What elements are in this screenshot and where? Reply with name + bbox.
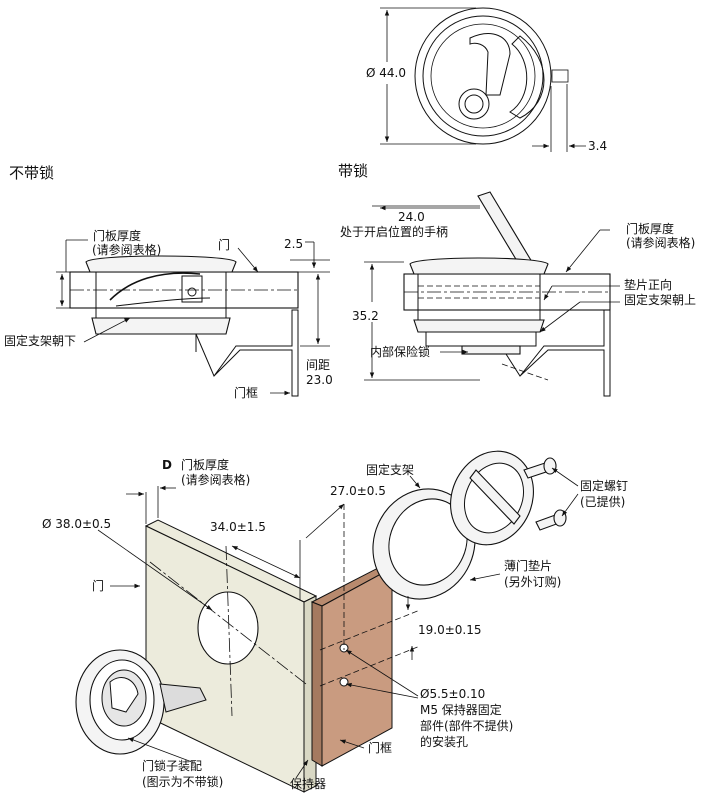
without-bracket-down-label: 固定支架朝下 — [4, 333, 76, 348]
mounting-screws — [523, 457, 567, 531]
without-clearance-line1: 间距 — [306, 358, 330, 372]
exploded-spacing-19-label: 19.0±0.15 — [418, 623, 482, 637]
exploded-holes-line1: M5 保持器固定 — [420, 702, 502, 717]
exploded-holes-line2: 部件(部件不提供) — [420, 718, 513, 733]
with-depth-label: 35.2 — [352, 309, 379, 323]
exploded-bracket-label: 固定支架 — [366, 462, 414, 477]
top-diameter-label: Ø 44.0 — [366, 66, 406, 80]
without-lock-dimension-lines — [56, 239, 330, 396]
exploded-distance-27-label: 27.0±0.5 — [330, 484, 386, 498]
latch-subassembly — [75, 649, 207, 755]
section-with-lock: 带锁 — [338, 162, 696, 397]
without-clearance-line2: 23.0 — [306, 373, 333, 387]
section-without-lock: 不带锁 — [4, 164, 333, 400]
exploded-hole-dia-label: Ø5.5±0.10 — [420, 687, 485, 701]
top-view-latch-drawing — [414, 7, 569, 145]
exploded-dimension-lines — [97, 467, 579, 779]
without-lock-title: 不带锁 — [9, 164, 54, 182]
with-lock-dimension-lines — [364, 205, 620, 381]
exploded-thin-spacer-line2: (另外订购) — [504, 574, 561, 589]
without-dim-top-label: 2.5 — [284, 237, 303, 251]
exploded-panel-thickness-line1: 门板厚度 — [181, 457, 229, 472]
without-lock-drawing — [69, 255, 299, 397]
with-panel-thickness-line1: 门板厚度 — [626, 221, 674, 236]
exploded-frame-label: 门框 — [368, 740, 392, 755]
with-internal-lock-label: 内部保险锁 — [370, 344, 430, 359]
exploded-panel-thickness-line2: (请参阅表格) — [181, 472, 250, 487]
exploded-retainer-label: 保持器 — [290, 776, 326, 791]
with-panel-thickness-line2: (请参阅表格) — [626, 235, 695, 250]
without-panel-thickness-line1: 门板厚度 — [93, 228, 141, 243]
with-bracket-up-label: 固定支架朝上 — [624, 292, 696, 307]
with-handle-dim-label: 24.0 — [398, 210, 425, 224]
mounting-bracket — [450, 450, 534, 546]
top-offset-label: 3.4 — [588, 139, 607, 153]
exploded-cutout-diameter-label: Ø 38.0±0.5 — [42, 517, 111, 531]
without-panel-thickness-line2: (请参阅表格) — [92, 242, 161, 257]
door-panel — [144, 519, 318, 793]
with-lock-title: 带锁 — [338, 162, 368, 180]
exploded-d-label: D — [162, 458, 172, 472]
exploded-thin-spacer-line1: 薄门垫片 — [504, 558, 552, 573]
door-frame — [310, 565, 421, 767]
exploded-screws-line1: 固定螺钉 — [580, 478, 628, 493]
with-lock-drawing — [403, 191, 611, 397]
exploded-latch-line1: 门锁子装配 — [142, 758, 202, 773]
exploded-door-label: 门 — [92, 578, 104, 593]
with-spacer-up-label: 垫片正向 — [624, 277, 672, 292]
top-view: Ø 44.0 3.4 — [366, 7, 607, 153]
exploded-screws-line2: (已提供) — [580, 494, 625, 509]
without-frame-label: 门框 — [234, 385, 258, 400]
exploded-view: D 门板厚度 (请参阅表格) Ø 38.0±0.5 27.0±0.5 34.0±… — [42, 450, 628, 793]
without-door-label: 门 — [218, 237, 230, 252]
exploded-holes-line3: 的安装孔 — [420, 734, 468, 749]
exploded-distance-34-label: 34.0±1.5 — [210, 520, 266, 534]
retainer-ring — [372, 488, 476, 600]
top-view-dimension-lines — [380, 7, 586, 152]
with-handle-label: 处于开启位置的手柄 — [340, 224, 448, 239]
exploded-latch-line2: (图示为不带锁) — [142, 774, 223, 789]
